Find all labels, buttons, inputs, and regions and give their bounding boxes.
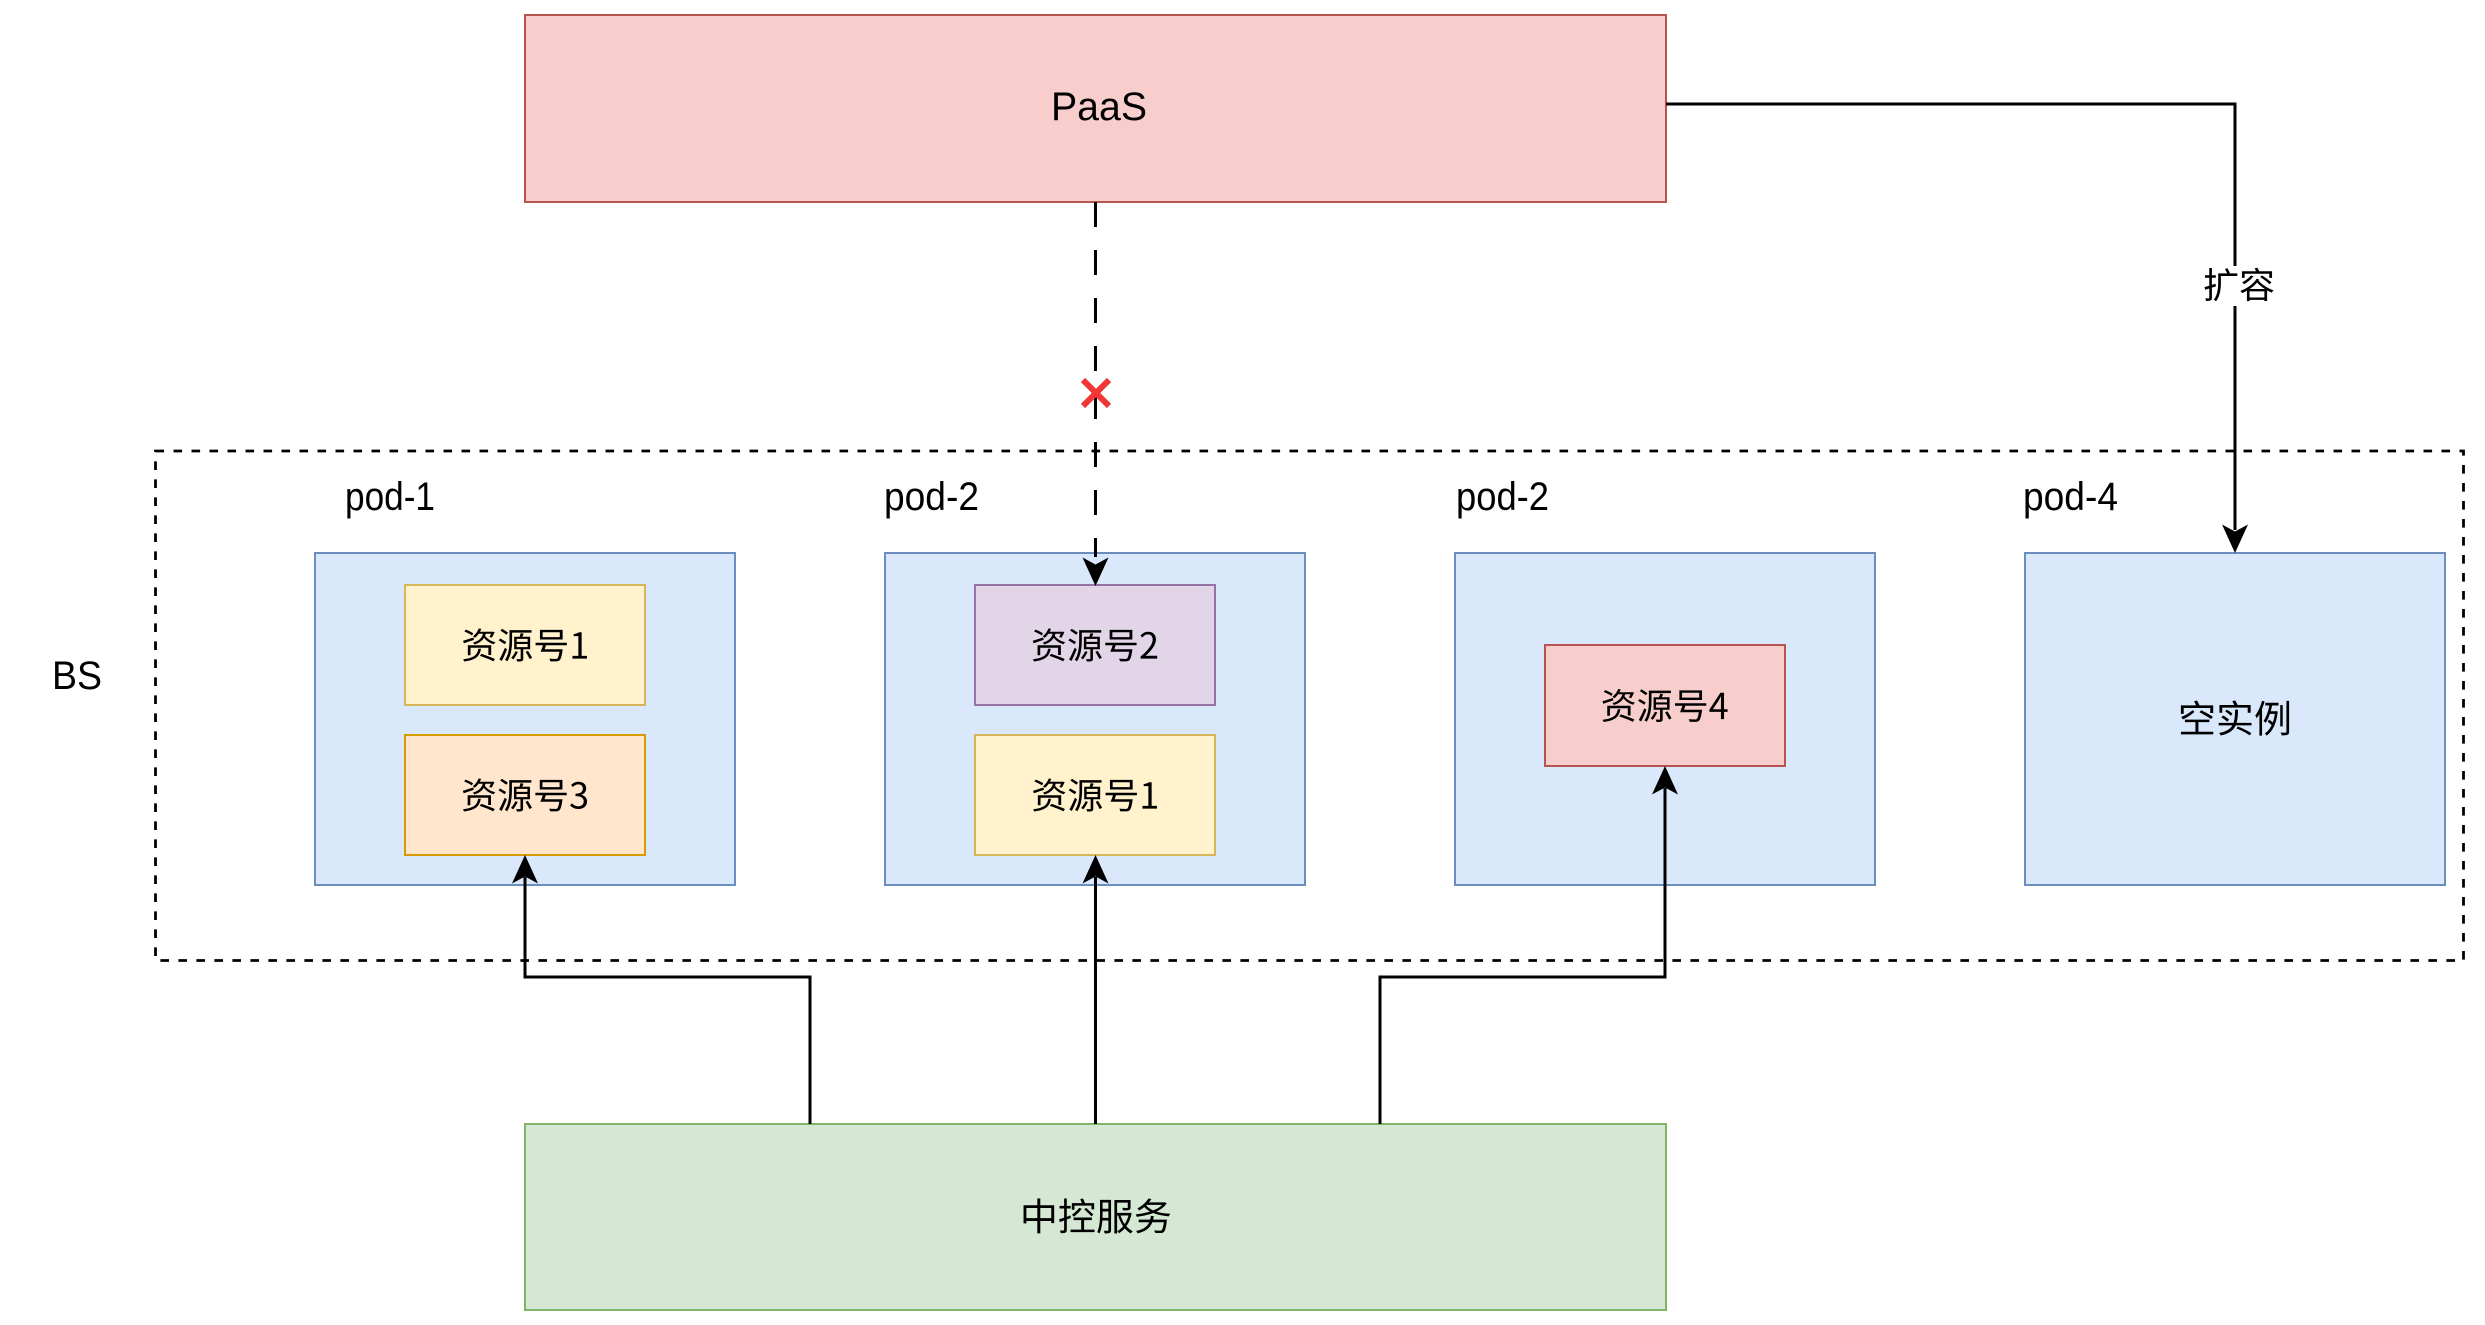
svg-text:pod-1: pod-1 (345, 475, 435, 519)
svg-text:PaaS: PaaS (1051, 85, 1147, 129)
svg-text:pod-2: pod-2 (1456, 475, 1549, 519)
svg-text:BS: BS (52, 654, 102, 698)
svg-text:pod-4: pod-4 (2023, 475, 2118, 519)
svg-text:pod-2: pod-2 (884, 475, 979, 519)
